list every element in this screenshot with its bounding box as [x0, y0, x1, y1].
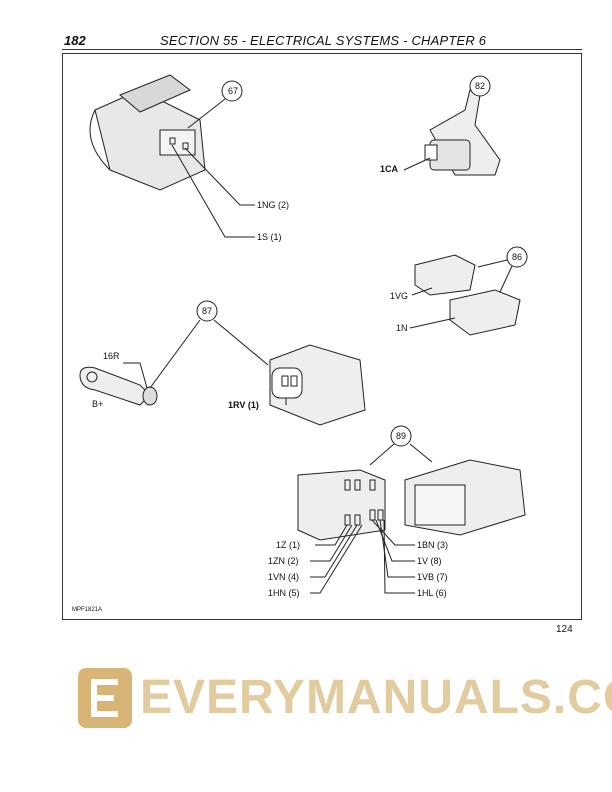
- label-1vg: 1VG: [390, 291, 409, 301]
- connector-89-drawing: [297, 459, 526, 541]
- page-header-title: SECTION 55 - ELECTRICAL SYSTEMS - CHAPTE…: [160, 33, 487, 48]
- page-number: 182: [64, 33, 86, 48]
- watermark: EVERYMANUALS.COM: [140, 671, 612, 724]
- label-1z: 1Z (1): [276, 540, 301, 550]
- label-1vb: 1VB (7): [417, 572, 448, 582]
- connector-87-drawing: [269, 344, 366, 426]
- label-1bn: 1BN (3): [417, 540, 449, 550]
- callout-86: 86: [512, 252, 523, 262]
- figure-number: 124: [556, 624, 573, 635]
- callout-89: 89: [396, 431, 407, 441]
- label-b-plus: B+: [92, 399, 104, 409]
- label-16r: 16R: [103, 351, 120, 361]
- label-1vn: 1VN (4): [268, 572, 300, 582]
- label-1rv: 1RV (1): [228, 400, 259, 410]
- connector-67-drawing: [89, 74, 206, 191]
- figure-code: MPF1821A: [72, 607, 103, 613]
- label-1hl: 1HL (6): [417, 588, 447, 598]
- figure-frame: [62, 53, 582, 620]
- ring-terminal-drawing: [79, 366, 158, 406]
- callout-67: 67: [228, 86, 239, 96]
- callout-87: 87: [202, 306, 213, 316]
- header-rule: [62, 49, 582, 50]
- label-1ng: 1NG (2): [257, 200, 290, 210]
- label-1hn: 1HN (5): [268, 588, 300, 598]
- label-1s: 1S (1): [257, 232, 282, 242]
- label-1ca: 1CA: [380, 164, 399, 174]
- label-1n: 1N: [396, 323, 408, 333]
- label-1zn: 1ZN (2): [268, 556, 299, 566]
- connector-86-drawing: [414, 254, 521, 336]
- callout-82: 82: [475, 81, 486, 91]
- connector-82-drawing: [424, 89, 501, 176]
- label-1v: 1V (8): [417, 556, 442, 566]
